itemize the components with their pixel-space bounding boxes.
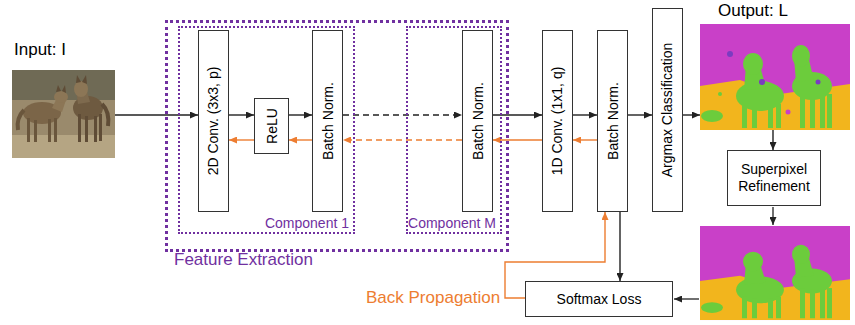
illustration-part	[776, 104, 781, 128]
input-photo	[12, 70, 115, 158]
box-label: Softmax Loss	[557, 291, 642, 308]
flow-arrow	[674, 298, 699, 299]
forward-arrow	[619, 212, 620, 281]
illustration-part	[752, 106, 757, 128]
illustration-part	[800, 288, 805, 318]
illustration-part	[56, 85, 61, 92]
image-label: Output: L	[718, 1, 788, 21]
illustration-part	[27, 118, 30, 142]
loss-box: Softmax Loss	[525, 281, 673, 317]
group-label: Component 1	[265, 215, 349, 231]
box-label: Superpixel Refinement	[733, 161, 815, 195]
forward-arrow	[683, 114, 700, 115]
box-label: Batch Norm.	[605, 82, 621, 160]
box-label: Batch Norm.	[320, 82, 336, 160]
illustration-part	[759, 79, 765, 85]
illustration-part	[99, 114, 102, 141]
feature-extraction-group: Feature ExtractionComponent 12D Conv. (3…	[165, 20, 509, 252]
illustration-part	[718, 92, 722, 96]
illustration-part	[827, 94, 832, 128]
illustration-part	[54, 118, 57, 142]
forward-arrow	[115, 114, 198, 115]
group-label: Component M	[408, 215, 496, 231]
forward-arrow	[772, 130, 773, 150]
backprop-arrow	[573, 139, 597, 140]
illustration-part	[752, 299, 757, 319]
forward-arrow	[289, 114, 312, 115]
illustration-part	[727, 51, 733, 57]
box-label: 1D Conv. (1x1, q)	[550, 67, 566, 176]
illustration-part	[792, 245, 810, 265]
flow-arrow	[772, 207, 773, 225]
forward-arrow	[628, 114, 652, 115]
image-label: Input: I	[14, 40, 66, 60]
illustration-part	[816, 80, 821, 85]
box-label: 2D Conv. (3x3, p)	[206, 67, 222, 176]
illustration-part	[810, 290, 815, 318]
illustration-part	[743, 53, 763, 75]
segmentation-output	[700, 24, 850, 130]
illustration-part	[62, 85, 66, 93]
backprop-arrow	[343, 139, 462, 140]
illustration-part	[94, 116, 97, 142]
illustration-part	[810, 96, 815, 128]
batchnorm-box: Batch Norm.	[312, 30, 343, 212]
refined-segmentation	[700, 226, 850, 320]
illustration-part	[700, 226, 850, 320]
illustration-part	[742, 297, 747, 318]
illustration-part	[827, 288, 832, 318]
illustration-part	[820, 96, 825, 128]
argmax-box: Argmax Classification	[652, 8, 683, 212]
illustration-part	[78, 114, 81, 142]
box-label: Argmax Classification	[660, 43, 676, 178]
illustration-part	[768, 106, 773, 128]
illustration-part	[743, 252, 763, 272]
component-group: Component M Batch Norm.	[406, 26, 502, 234]
illustration-part	[82, 75, 87, 84]
illustration-part	[701, 110, 723, 122]
input-image: Input: I	[12, 70, 115, 158]
illustration-part	[48, 119, 51, 142]
illustration-part	[800, 94, 805, 128]
illustration-part	[776, 297, 781, 318]
backprop-arrow	[229, 139, 254, 140]
illustration-part	[700, 24, 850, 130]
illustration-part	[102, 104, 108, 126]
illustration-part	[792, 45, 810, 67]
illustration-part	[18, 110, 24, 130]
relu-box: ReLU	[254, 98, 289, 154]
process-box: Superpixel Refinement	[727, 150, 821, 206]
group-label: Feature Extraction	[174, 250, 313, 270]
box-label: Batch Norm.	[470, 82, 486, 160]
conv-box: 2D Conv. (3x3, p)	[198, 30, 229, 212]
forward-arrow	[573, 114, 597, 115]
illustration-part	[820, 290, 825, 318]
edge-label: Back Propagation	[366, 288, 500, 308]
conv-box: 1D Conv. (1x1, q)	[542, 30, 573, 212]
batchnorm-box: Batch Norm.	[597, 30, 628, 212]
forward-arrow	[229, 114, 254, 115]
forward-arrow	[343, 114, 462, 115]
component-group: Component 1 2D Conv. (3x3, p) ReLU Batch No…	[178, 26, 355, 234]
box-label: ReLU	[264, 108, 280, 144]
output-image: Output: L	[700, 24, 850, 130]
illustration-part	[85, 116, 88, 142]
illustration-part	[12, 70, 115, 158]
illustration-part	[701, 302, 723, 313]
illustration-part	[742, 104, 747, 128]
illustration-part	[34, 120, 37, 142]
backprop-arrow	[289, 139, 312, 140]
batchnorm-box: Batch Norm.	[462, 30, 493, 212]
illustration-part	[768, 299, 773, 319]
illustration-part	[786, 110, 791, 115]
illustration-part	[76, 75, 81, 83]
